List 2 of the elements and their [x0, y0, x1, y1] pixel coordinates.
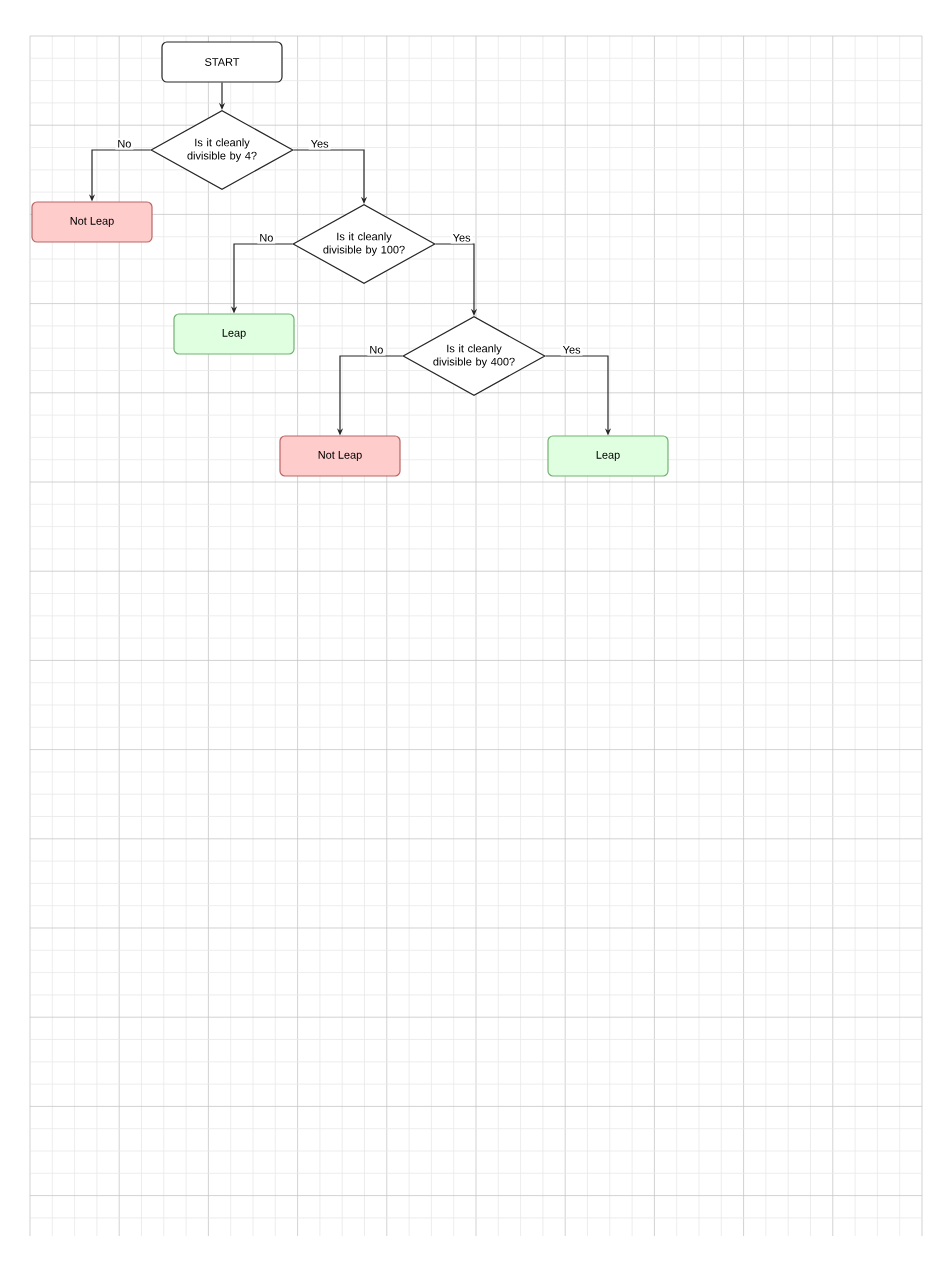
- arrow: [293, 149, 368, 204]
- arrow: [435, 243, 478, 316]
